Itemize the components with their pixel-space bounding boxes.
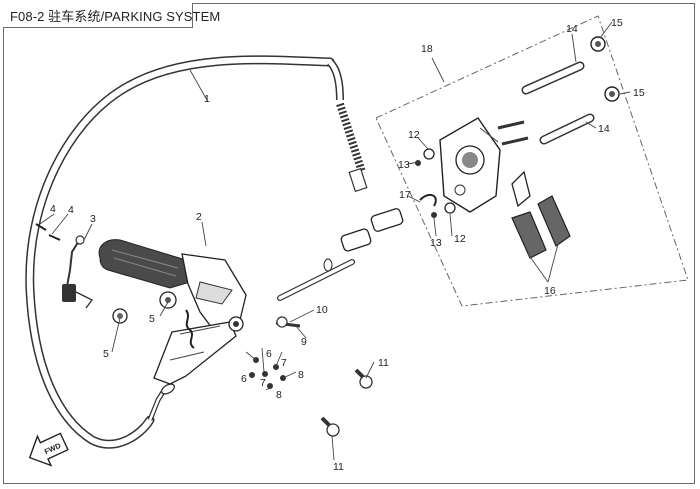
callout-14a: 14 (566, 23, 578, 35)
callout-12a: 12 (408, 129, 420, 141)
nuts-15 (590, 36, 620, 102)
callout-14b: 14 (598, 123, 610, 135)
callout-11b: 11 (333, 461, 344, 473)
guide-pins (497, 61, 595, 146)
diagram-title: F08-2 驻车系统/PARKING SYSTEM (10, 8, 221, 24)
callout-4a: 4 (50, 203, 56, 215)
callout-9: 9 (301, 336, 307, 348)
callout-15b: 15 (633, 87, 645, 99)
brake-cable (25, 55, 368, 449)
callout-12b: 12 (454, 233, 466, 245)
callout-15a: 15 (611, 17, 623, 29)
callout-6a: 6 (241, 373, 247, 385)
leader-lines (39, 21, 631, 461)
title-box: F08-2 驻车系统/PARKING SYSTEM (3, 3, 220, 28)
brake-pads (511, 170, 571, 259)
callout-11a: 11 (378, 357, 389, 369)
handbrake-lever (98, 239, 247, 385)
screws-4 (35, 223, 61, 241)
caliper-small-parts (415, 148, 456, 218)
small-fasteners (249, 316, 373, 437)
callout-13a: 13 (398, 159, 410, 171)
actuator-parts (277, 208, 404, 301)
callout-8a: 8 (298, 369, 304, 381)
callout-16: 16 (544, 285, 556, 297)
callout-13b: 13 (430, 237, 442, 249)
callout-3: 3 (90, 213, 96, 225)
brake-switch (62, 235, 94, 309)
callout-2: 2 (196, 211, 202, 223)
callout-4b: 4 (68, 204, 74, 216)
callout-7a: 7 (281, 357, 287, 369)
callout-8b: 8 (276, 389, 282, 401)
callout-5b: 5 (149, 313, 155, 325)
caliper-assembly-outline (375, 15, 689, 307)
callout-10: 10 (316, 304, 328, 316)
fwd-arrow-icon: FWD (28, 432, 69, 467)
callout-5a: 5 (103, 348, 109, 360)
callout-7b: 7 (260, 377, 266, 389)
page-frame (3, 3, 695, 484)
callout-1: 1 (204, 93, 210, 105)
callout-17: 17 (399, 189, 411, 201)
caliper-body (439, 117, 501, 213)
callout-18: 18 (421, 43, 433, 55)
callout-6b: 6 (266, 348, 272, 360)
callouts: 1 2 3 4 4 5 5 6 6 7 7 8 8 9 10 11 11 12 … (50, 17, 645, 473)
